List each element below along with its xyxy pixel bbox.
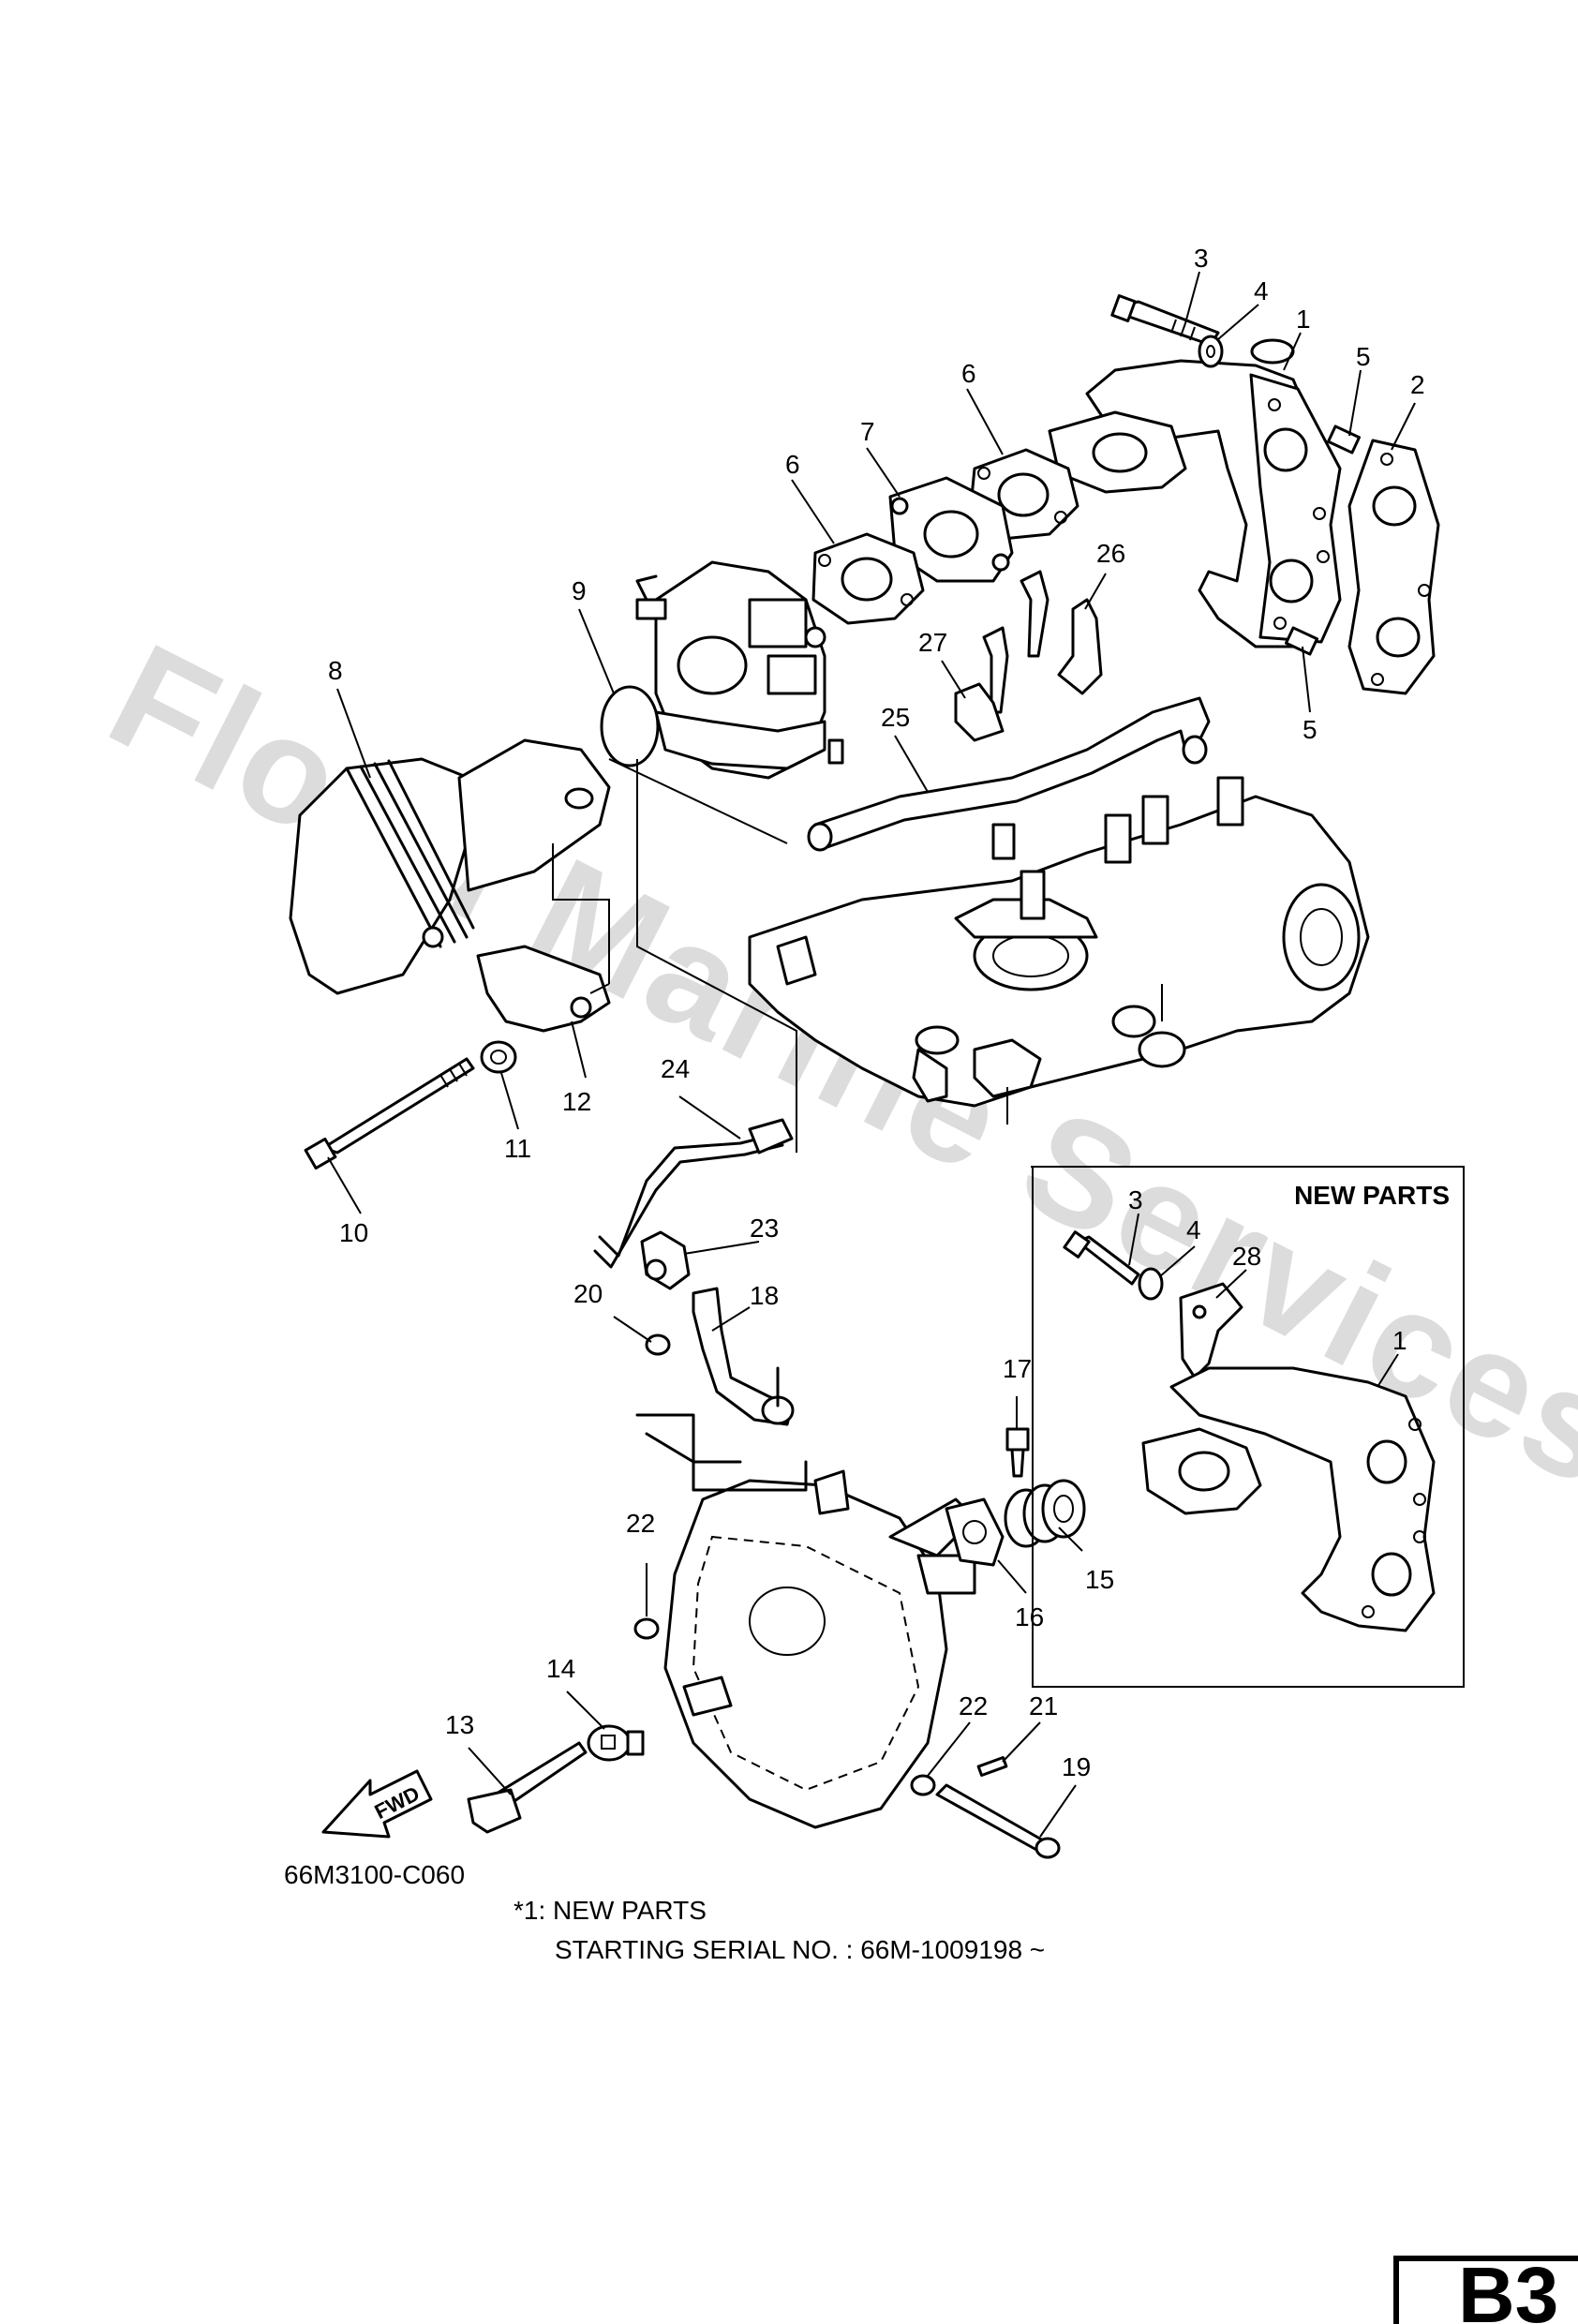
carburetor-part <box>635 560 844 780</box>
label-part-3: 3 <box>1194 244 1209 273</box>
label-part-18: 18 <box>750 1281 779 1310</box>
new-parts-title: NEW PARTS <box>1294 1181 1450 1210</box>
label-part-19: 19 <box>1062 1752 1091 1781</box>
rubber-seal-part-15 <box>1004 1479 1086 1548</box>
label-part-22: 22 <box>626 1509 655 1538</box>
intake-manifold-part <box>1048 338 1342 648</box>
label-part-8: 8 <box>328 656 343 685</box>
lever-part-18 <box>692 1287 795 1426</box>
label-part-21: 21 <box>1029 1691 1058 1721</box>
bolt-part-17 <box>1005 1427 1030 1478</box>
label-inset-part-1: 1 <box>1392 1326 1407 1355</box>
plug-part-14 <box>587 1724 645 1762</box>
label-part-1: 1 <box>1296 305 1311 334</box>
air-silencer-part-8 <box>289 738 611 995</box>
gasket-part-16 <box>945 1497 1005 1567</box>
label-part-5b: 5 <box>1303 715 1317 744</box>
label-part-13: 13 <box>445 1710 474 1739</box>
washer-part-20 <box>645 1333 671 1356</box>
label-part-6b: 6 <box>785 450 800 479</box>
washer-part-4 <box>1198 335 1224 368</box>
label-part-7: 7 <box>860 417 875 446</box>
washer-part-22a <box>633 1617 660 1640</box>
label-part-14: 14 <box>546 1654 575 1683</box>
clip-part-23 <box>640 1230 691 1290</box>
pin-part-21 <box>976 1756 1008 1777</box>
label-part-22b: 22 <box>959 1691 988 1721</box>
reference-lines <box>552 758 797 1153</box>
label-part-17: 17 <box>1003 1354 1032 1383</box>
inset-manifold-part-1 <box>1141 1366 1436 1632</box>
gasket-part-2 <box>1347 439 1440 695</box>
label-part-15: 15 <box>1085 1565 1114 1594</box>
label-part-9: 9 <box>572 576 587 605</box>
link-rod-part-24 <box>593 1118 794 1269</box>
bolt-part-26-area <box>1020 570 1103 695</box>
bolt-part-10 <box>304 1057 475 1170</box>
spacer-part-7 <box>888 476 1014 583</box>
footnote-line-1: *1: NEW PARTS <box>514 1896 707 1925</box>
drain-screw-part-13 <box>467 1741 588 1834</box>
new-parts-inset: NEW PARTS <box>1031 1166 1465 1688</box>
label-part-16: 16 <box>1015 1602 1044 1631</box>
label-part-12: 12 <box>562 1087 591 1116</box>
label-inset-part-28: 28 <box>1232 1242 1261 1271</box>
label-part-25: 25 <box>881 703 910 732</box>
label-part-23: 23 <box>750 1214 779 1243</box>
page-code: B3 <box>1458 2251 1558 2324</box>
gasket-part-6b <box>811 532 925 625</box>
label-part-27: 27 <box>918 628 947 657</box>
footnote-line-2: STARTING SERIAL NO. : 66M-1009198 ~ <box>555 1935 1045 1964</box>
washer-part-22b <box>910 1774 936 1796</box>
fuel-hose-part-25 <box>807 696 1211 852</box>
label-part-24: 24 <box>661 1054 690 1083</box>
o-ring-part-9 <box>600 685 660 767</box>
label-part-20: 20 <box>573 1279 603 1308</box>
label-inset-part-4: 4 <box>1186 1215 1201 1244</box>
page-code-badge: B3 <box>1393 2251 1578 2324</box>
dowel-pin-part-5 <box>1285 425 1361 656</box>
label-part-10: 10 <box>339 1218 368 1247</box>
inset-bolt-part-3 <box>1063 1230 1140 1286</box>
bolt-part-19 <box>935 1783 1061 1859</box>
grommet-part-11 <box>480 1040 517 1074</box>
label-part-4: 4 <box>1254 276 1269 305</box>
label-part-5: 5 <box>1356 342 1371 371</box>
bracket-part-12 <box>476 945 611 1033</box>
bolt-part-3 <box>1110 294 1220 347</box>
fwd-arrow-icon: FWD <box>321 1769 433 1839</box>
leader-lines <box>327 271 1416 1838</box>
diagram-code: 66M3100-C060 <box>284 1860 465 1889</box>
label-part-2: 2 <box>1410 370 1425 399</box>
label-part-26: 26 <box>1096 539 1125 568</box>
label-part-6: 6 <box>961 359 976 388</box>
part-number-labels: 3 4 1 5 2 6 7 6 26 9 27 8 25 5 24 12 11 … <box>328 244 1425 1781</box>
label-inset-part-3: 3 <box>1128 1185 1143 1214</box>
clamp-part-27 <box>954 626 1009 742</box>
engine-block-part <box>748 776 1370 1125</box>
silencer-part <box>635 1413 976 1829</box>
label-part-11: 11 <box>504 1134 531 1163</box>
inset-washer-part-4 <box>1138 1267 1164 1301</box>
